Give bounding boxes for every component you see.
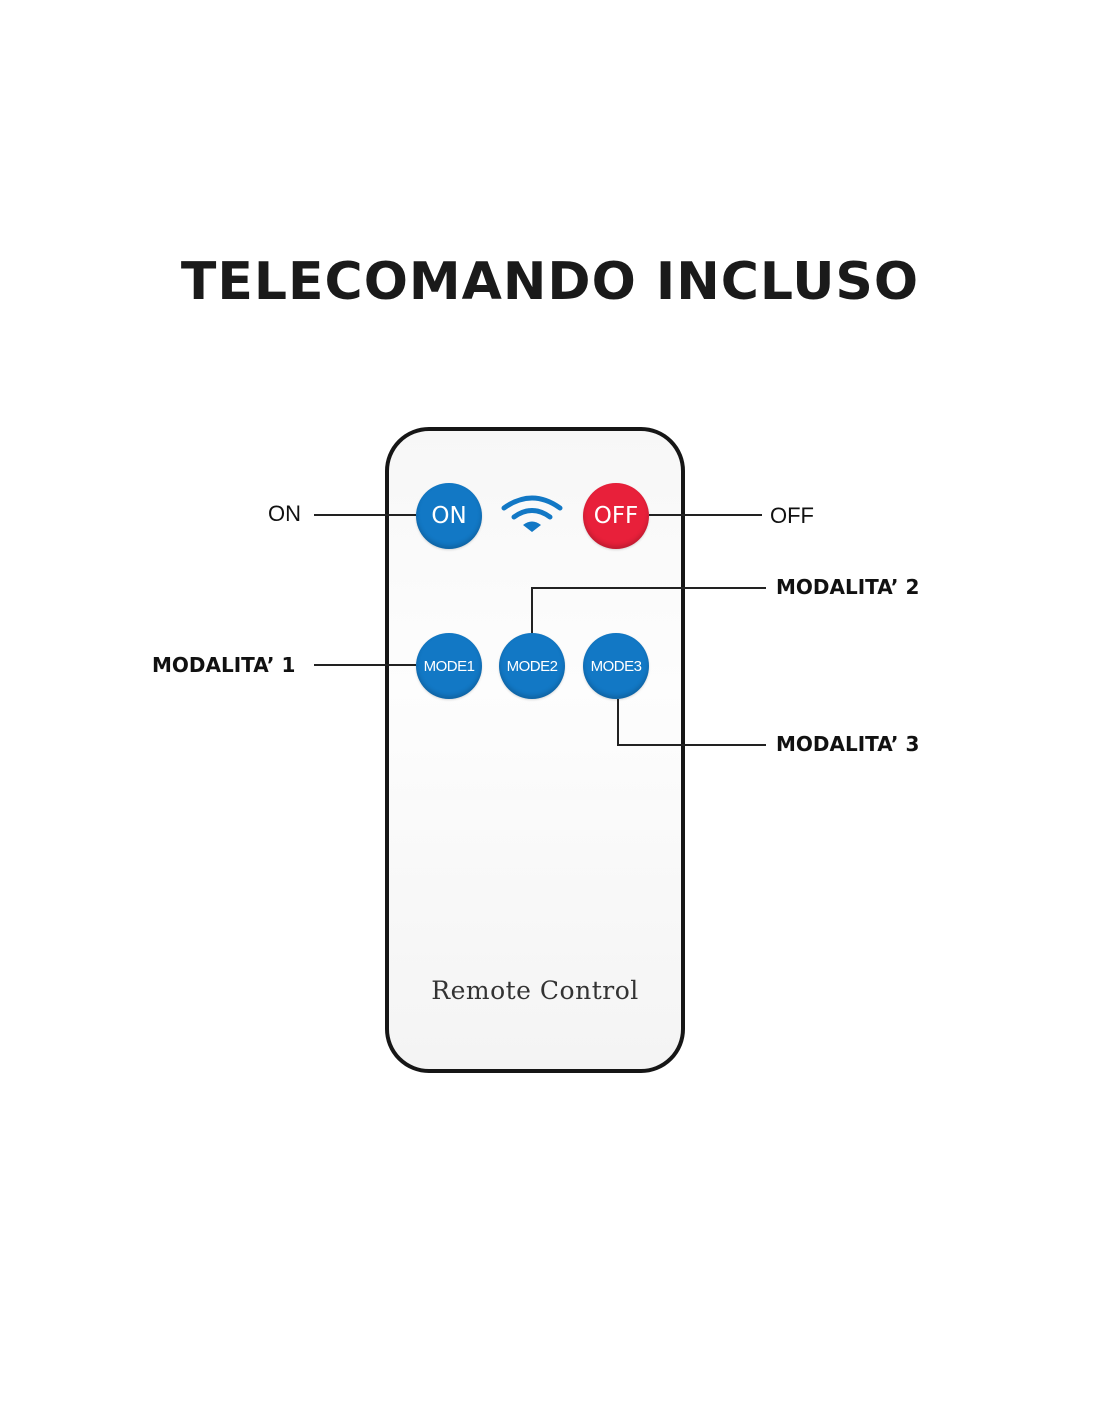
callout-off: OFF xyxy=(770,503,814,528)
on-button-label: ON xyxy=(431,503,467,529)
mode3-button-label: MODE3 xyxy=(590,657,642,675)
off-button-label: OFF xyxy=(593,503,639,529)
off-button[interactable]: OFF xyxy=(583,483,649,549)
mode2-button[interactable]: MODE2 xyxy=(499,633,565,699)
callout-on: ON xyxy=(268,501,301,526)
callout-mode3: MODALITA’ 3 xyxy=(776,732,920,756)
wifi-icon xyxy=(501,495,563,532)
page-title: TELECOMANDO INCLUSO xyxy=(180,252,920,312)
mode1-button[interactable]: MODE1 xyxy=(416,633,482,699)
on-button[interactable]: ON xyxy=(416,483,482,549)
mode2-button-label: MODE2 xyxy=(506,657,558,675)
callout-mode2: MODALITA’ 2 xyxy=(776,575,920,599)
mode1-button-label: MODE1 xyxy=(423,657,475,675)
mode3-button[interactable]: MODE3 xyxy=(583,633,649,699)
callout-mode1: MODALITA’ 1 xyxy=(152,653,296,677)
remote-control-label: Remote Control xyxy=(431,976,639,1005)
